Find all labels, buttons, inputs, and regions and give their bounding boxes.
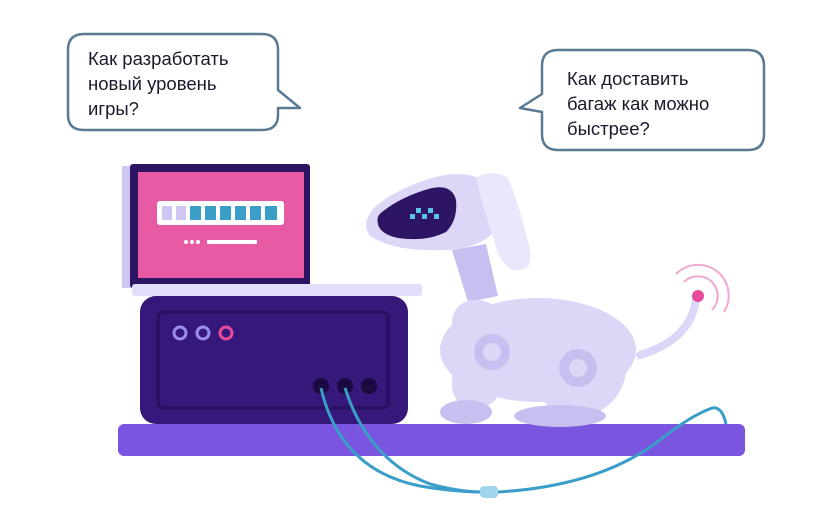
socket (313, 378, 329, 394)
bubble-right-line-3: быстрее? (567, 118, 650, 139)
speech-bubble-right (518, 48, 766, 152)
speech-bubble-left (66, 32, 302, 132)
table (118, 424, 745, 456)
bubble-right-text: Как доставить багаж как можно быстрее? (567, 66, 709, 141)
robot-dog (366, 173, 730, 427)
server-box (140, 296, 408, 424)
socket (337, 378, 353, 394)
text-line (207, 240, 257, 244)
socket (361, 378, 377, 394)
laptop (122, 164, 422, 296)
bubble-left-line-1: Как разработать (88, 48, 229, 69)
ellipsis-icon (184, 240, 200, 244)
cables (319, 387, 728, 498)
bubble-left-line-2: новый уровень (88, 73, 217, 94)
bubble-left-text: Как разработать новый уровень игры? (88, 46, 228, 121)
cable-plug (480, 486, 498, 498)
port-ring (195, 325, 211, 341)
bubble-right-line-1: Как доставить (567, 68, 689, 89)
bubble-left-line-3: игры? (88, 98, 139, 119)
port-ring (172, 325, 188, 341)
bubble-right-line-2: багаж как можно (567, 93, 710, 114)
face-pixels (410, 208, 439, 219)
loading-bar-icon (157, 201, 284, 225)
radio-signal-icon (675, 263, 730, 313)
port-ring (218, 325, 234, 341)
